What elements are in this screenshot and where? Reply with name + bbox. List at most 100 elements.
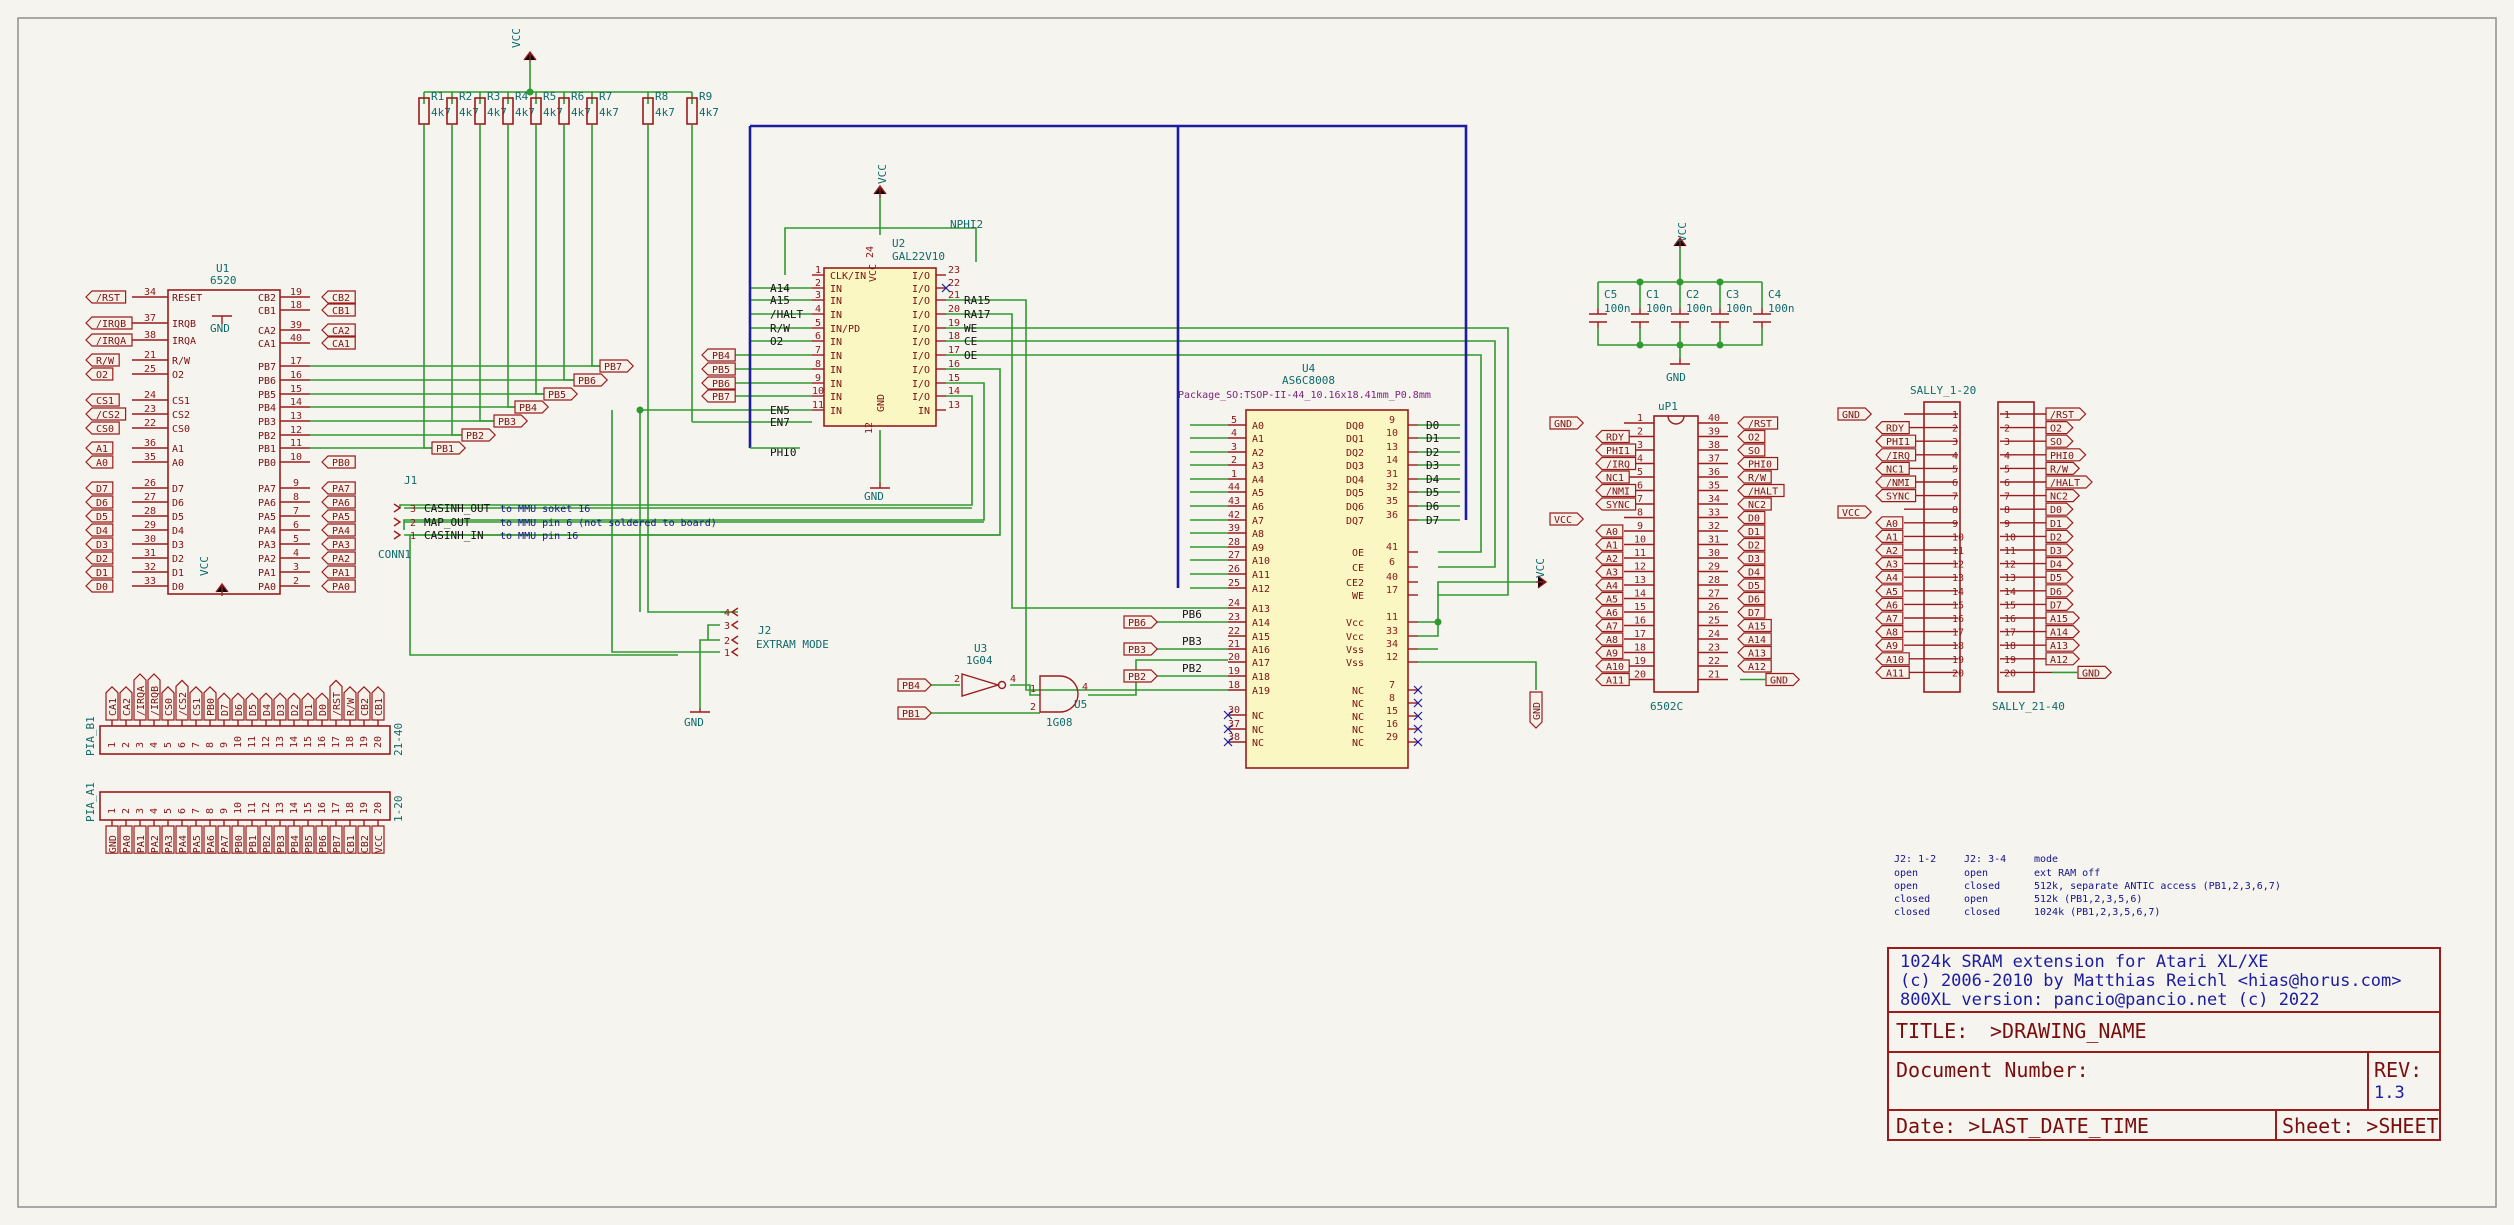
sally2-net: A13 <box>2050 641 2068 652</box>
u4-pb3-net: PB3 <box>1128 645 1146 656</box>
data-bus <box>748 124 1468 588</box>
mode-table-cell: closed <box>1894 907 1930 918</box>
u2-pin-number: 17 <box>948 345 960 356</box>
u3-inverter-body <box>961 673 1001 697</box>
resistor-ref: R8 <box>655 90 668 103</box>
u2-right-net: OE <box>964 349 977 362</box>
u1-left-net: D6 <box>96 498 108 509</box>
up1-left-net: A5 <box>1606 595 1618 606</box>
sally2-pin-number: 17 <box>2004 628 2016 639</box>
sally1-net-tag <box>1875 597 1904 611</box>
u4-pin-number: 32 <box>1386 482 1398 493</box>
pia-b1-pin-number: 15 <box>303 736 314 748</box>
sally2-pin-number: 4 <box>2004 451 2010 462</box>
u2-left-net-tag <box>701 362 736 376</box>
up1-left-net-tag <box>1595 591 1624 606</box>
up1-pin-number: 6 <box>1637 481 1643 492</box>
up1-right-net-tag <box>1737 645 1772 660</box>
u4-pin-number: 25 <box>1228 578 1240 589</box>
u1-pin-name: D2 <box>172 554 184 565</box>
u2-pin-number: 9 <box>815 373 821 384</box>
u1-pin-number: 15 <box>290 384 302 395</box>
j1-note: to MMU soket 16 <box>500 504 590 515</box>
rev-label: REV: <box>2374 1058 2422 1082</box>
u2-left-net: R/W <box>770 322 790 335</box>
u2-value: GAL22V10 <box>892 250 945 263</box>
u4-body <box>1245 409 1409 769</box>
u1-pin-number: 9 <box>293 478 299 489</box>
pia-b1-net-tag <box>133 673 147 721</box>
pia-b1-pin-number: 5 <box>163 742 174 748</box>
up1-pin-number: 31 <box>1708 535 1720 546</box>
u1-pin-number: 35 <box>144 452 156 463</box>
pia-b1-pin-number: 20 <box>373 736 384 748</box>
u1-pin-number: 16 <box>290 370 302 381</box>
sally1-net: A8 <box>1886 628 1898 639</box>
pia-b1-ref: PIA_B1 <box>84 716 97 756</box>
pia-a1-pin-number: 5 <box>163 808 174 814</box>
u2-pin-number: 10 <box>812 386 824 397</box>
resistor-array: R14k7R24k7R34k7R44k7R54k7R64k7R74k7R84k7… <box>418 90 719 125</box>
pia-a1-pin-number: 9 <box>219 808 230 814</box>
pia-b1-net-tag <box>189 685 203 721</box>
u4-pin-name: A13 <box>1252 604 1270 615</box>
u1-pin-name: PA2 <box>258 554 276 565</box>
pia-a1-net: PB6 <box>318 835 329 853</box>
sally2-net-tag <box>2045 529 2074 543</box>
pia-b1-net-tag <box>343 685 357 721</box>
up1-left-net: NC1 <box>1606 473 1624 484</box>
pia-a1-net: PA3 <box>164 835 175 853</box>
sally1-pin-number: 17 <box>1952 628 1964 639</box>
u1-pin-number: 25 <box>144 364 156 375</box>
up1-pin-number: 36 <box>1708 467 1720 478</box>
u1-pin-name: PA6 <box>258 498 276 509</box>
u1-left-net: CS0 <box>96 424 114 435</box>
u4-pin-name: A0 <box>1252 421 1264 432</box>
j1-value: CONN1 <box>378 548 411 561</box>
u1-right-net: CA1 <box>332 339 350 350</box>
u4-pin-number: 4 <box>1231 428 1237 439</box>
sally-connectors: SALLY_1-20SALLY_21-401GND2RDY3PHI14/IRQ5… <box>1837 384 2113 713</box>
sally2-net-tag <box>2045 638 2081 652</box>
u4-pin-number: 35 <box>1386 496 1398 507</box>
pia-b1-net: R/W <box>346 697 357 716</box>
mode-table-header: J2: 1-2 <box>1894 854 1936 865</box>
junctions <box>526 88 1724 626</box>
u4-pin-number: 33 <box>1386 626 1398 637</box>
u4-pin-name: A8 <box>1252 529 1264 540</box>
u1-pb-net: PB6 <box>578 376 596 387</box>
up1-left-net: /NMI <box>1606 487 1630 498</box>
sally1-net: A7 <box>1886 614 1898 625</box>
up1-left-net: VCC <box>1554 515 1572 526</box>
sally2-net-tag <box>2045 584 2074 598</box>
u4-pin-number: 1 <box>1231 469 1237 480</box>
j2-pin-mark <box>730 647 739 657</box>
sally1-net-tag <box>1837 407 1873 421</box>
u4-pin-name: DQ5 <box>1346 488 1364 499</box>
sally2-net: A12 <box>2050 655 2068 666</box>
up1-left-net: A9 <box>1606 649 1618 660</box>
up1-pin-number: 33 <box>1708 508 1720 519</box>
pia-a1-pin-number: 8 <box>205 808 216 814</box>
sally1-net: A0 <box>1886 519 1898 530</box>
up1-left-net-tag <box>1595 524 1624 538</box>
u5-ref: U5 <box>1074 698 1087 711</box>
pia-b1-net-tag <box>357 685 371 721</box>
pia-a1-pin-number: 7 <box>191 808 202 814</box>
u4-pin-name: NC <box>1352 699 1364 710</box>
vcc-u2-label: VCC <box>876 164 889 184</box>
up1-left-net-tag <box>1595 429 1630 444</box>
pia-b1-pin-number: 16 <box>317 736 328 748</box>
u1-right-net-tag <box>321 481 356 495</box>
up1-pin-number: 26 <box>1708 602 1720 613</box>
up1-pin-number: 38 <box>1708 440 1720 451</box>
resistor-value: 4k7 <box>571 106 591 119</box>
up1-pin-number: 3 <box>1637 440 1643 451</box>
u4-pin-name: WE <box>1352 591 1364 602</box>
u4-pin-number: 26 <box>1228 564 1240 575</box>
u2-pin-number: 13 <box>948 400 960 411</box>
sally2-pin-number: 3 <box>2004 437 2010 448</box>
no-connect-mark <box>941 283 951 293</box>
u2-pin-name: I/O <box>912 351 930 362</box>
j2-pin-mark <box>730 620 739 630</box>
